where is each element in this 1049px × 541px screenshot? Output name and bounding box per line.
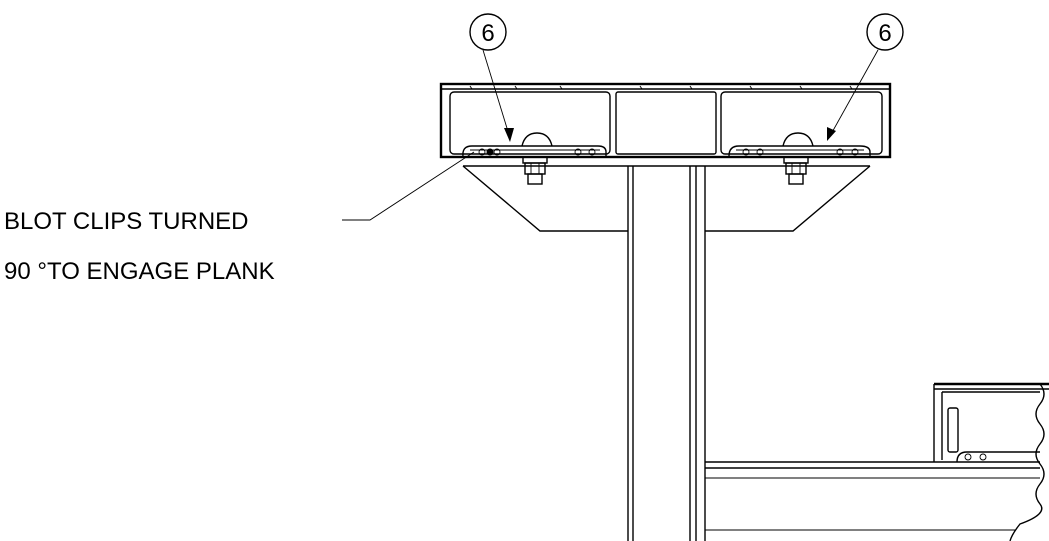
callout-number: 6	[878, 20, 891, 47]
leader-arrow-right	[827, 127, 836, 141]
nut-right	[783, 156, 809, 185]
callout-balloon-left: 6	[469, 13, 507, 51]
vertical-post	[627, 166, 706, 541]
bolt-clip-right	[728, 132, 871, 157]
note-leader-line	[342, 151, 475, 221]
nut-left	[522, 156, 548, 185]
callout-number: 6	[481, 20, 494, 47]
lower-plank	[705, 382, 1049, 541]
leader-arrow-left	[504, 128, 514, 142]
leader-line-left	[482, 49, 511, 139]
bolt-clip-left	[462, 132, 607, 157]
callout-balloon-right: 6	[866, 13, 904, 51]
note-line-1: BLOT CLIPS TURNED	[4, 208, 249, 235]
leader-line-right	[829, 49, 879, 137]
support-bracket	[462, 156, 871, 232]
note-line-2: 90 °TO ENGAGE PLANK	[4, 258, 275, 285]
